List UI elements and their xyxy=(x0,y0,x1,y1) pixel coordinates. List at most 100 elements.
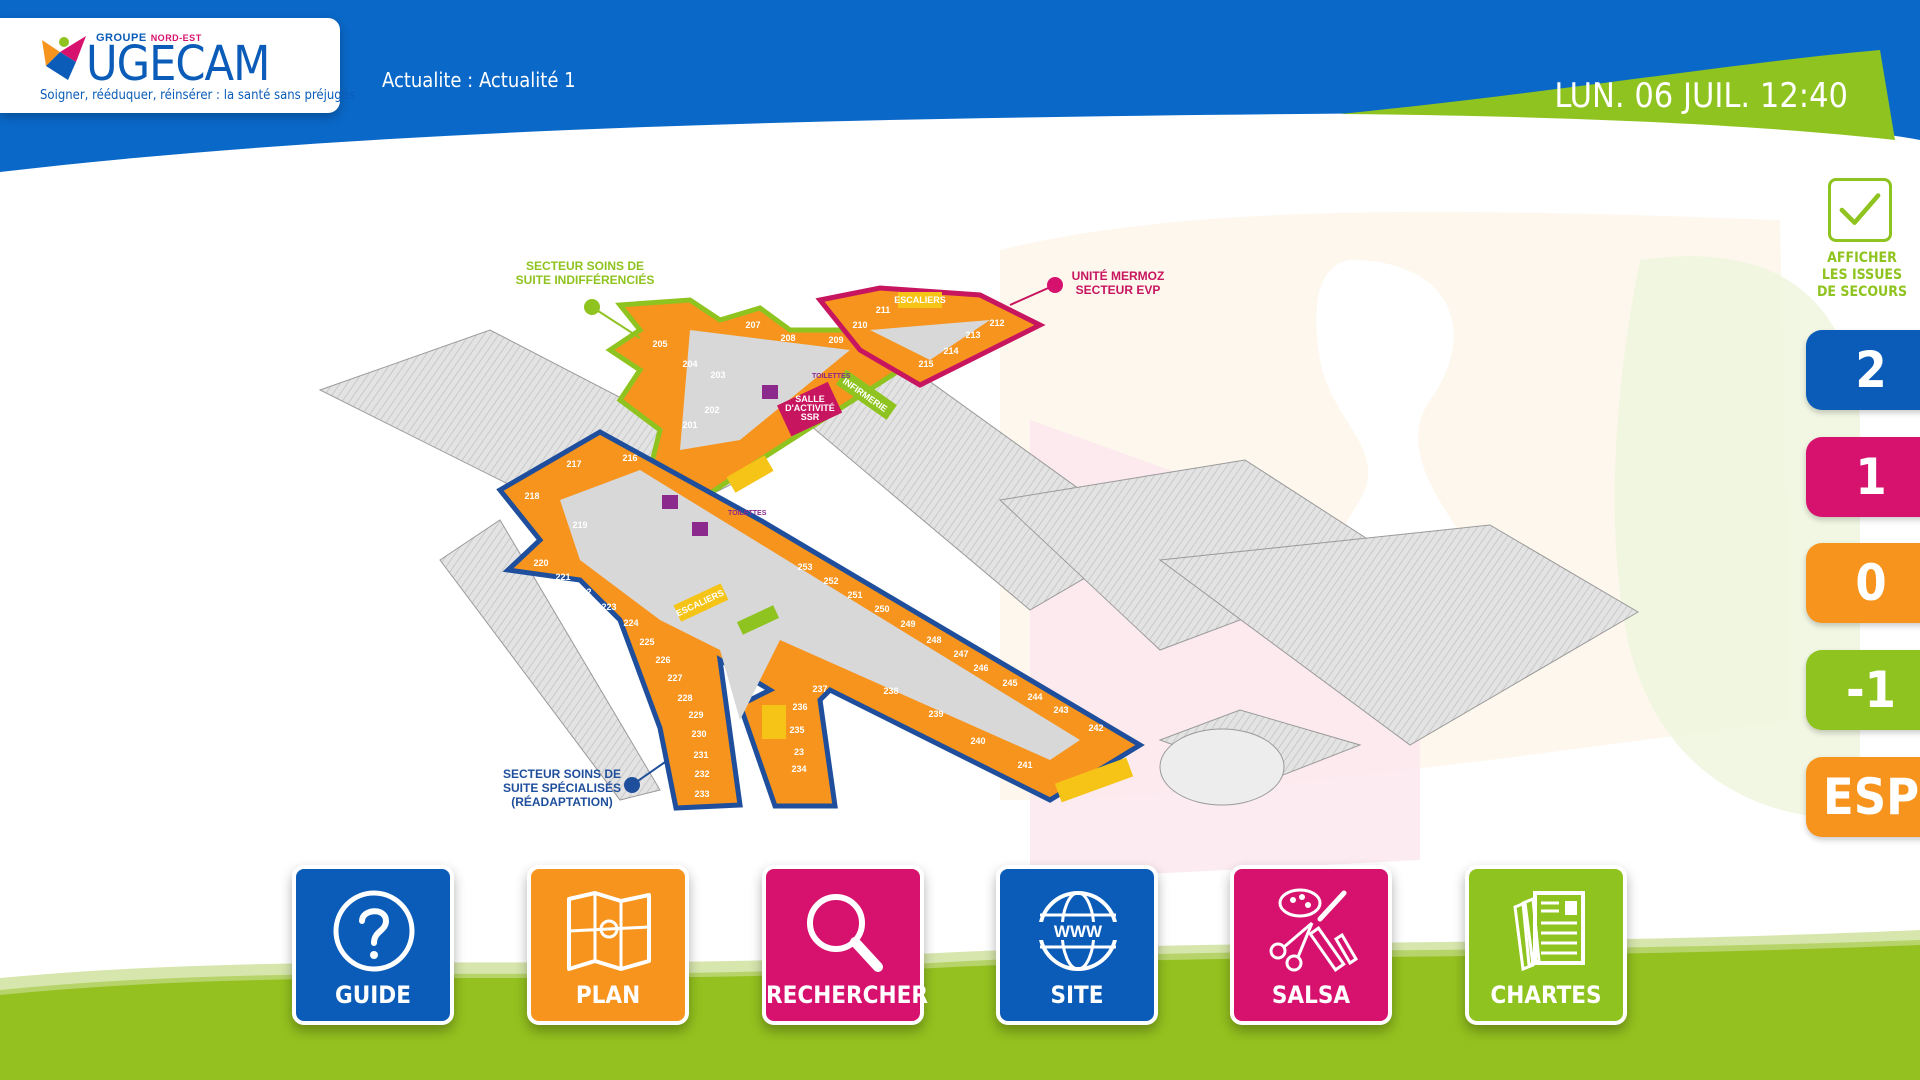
escaliers xyxy=(1054,757,1134,803)
room-number: 203 xyxy=(710,370,725,380)
guide-button[interactable]: GUIDE xyxy=(292,865,454,1025)
room-number: 219 xyxy=(572,520,587,530)
logo-name: UGECAM xyxy=(86,36,270,92)
floor-button-1[interactable]: 1 xyxy=(1806,437,1920,517)
room-number: 238 xyxy=(883,686,898,696)
callout-dot-blue xyxy=(624,777,640,793)
svg-text:SECTEUR SOINS DE: SECTEUR SOINS DE xyxy=(526,259,644,273)
room-number: 222 xyxy=(576,587,591,597)
room-number: 216 xyxy=(622,453,637,463)
room-number: 218 xyxy=(524,491,539,501)
room-number: 215 xyxy=(918,359,933,369)
svg-text:SALLE: SALLE xyxy=(795,394,825,404)
art-tools-icon xyxy=(1269,888,1359,972)
room-number: 229 xyxy=(688,710,703,720)
room-number: 246 xyxy=(973,663,988,673)
toilettes-marker xyxy=(762,385,778,399)
site-button[interactable]: WWW SITE xyxy=(996,865,1158,1025)
room-number: 234 xyxy=(791,764,806,774)
ugecam-logo-icon xyxy=(42,36,86,80)
room-number: 205 xyxy=(652,339,667,349)
infirmerie xyxy=(835,369,897,420)
room-number: 235 xyxy=(789,725,804,735)
chartes-button[interactable]: CHARTES xyxy=(1465,865,1627,1025)
room-number: 242 xyxy=(1088,723,1103,733)
svg-text:ESCALIERS: ESCALIERS xyxy=(894,295,946,305)
exit-toggle-label: AFFICHER LES ISSUES DE SECOURS xyxy=(1816,250,1908,300)
room-number: 227 xyxy=(667,673,682,683)
checkbox-checked[interactable] xyxy=(1828,178,1892,242)
room-number: 253 xyxy=(797,562,812,572)
room-number: 202 xyxy=(704,405,719,415)
svg-text:SUITE SPÉCIALISÉS: SUITE SPÉCIALISÉS xyxy=(503,780,621,795)
search-button[interactable]: RECHERCHER xyxy=(762,865,928,1025)
room-number: 213 xyxy=(965,330,980,340)
svg-text:SECTEUR EVP: SECTEUR EVP xyxy=(1076,283,1161,297)
room-number: 247 xyxy=(953,649,968,659)
check-icon xyxy=(1839,193,1881,225)
room-number: 208 xyxy=(780,333,795,343)
room-number: 236 xyxy=(792,702,807,712)
search-icon xyxy=(807,894,883,972)
room-number: 233 xyxy=(694,789,709,799)
search-label: RECHERCHER xyxy=(766,981,928,1009)
floor-plan-map[interactable]: SALLE D'ACTIVITÉ SSR INFIRMERIE TOILETTE… xyxy=(300,240,1660,820)
room-number: 204 xyxy=(682,359,697,369)
map-icon xyxy=(567,891,651,971)
svg-text:SECTEUR SOINS DE: SECTEUR SOINS DE xyxy=(503,767,621,781)
salsa-label: SALSA xyxy=(1271,981,1351,1009)
svg-text:UNITÉ MERMOZ: UNITÉ MERMOZ xyxy=(1072,268,1165,283)
svg-text:SSR: SSR xyxy=(801,412,820,422)
date-time: LUN. 06 JUIL. 12:40 xyxy=(1554,76,1848,116)
floor-button-2[interactable]: 2 xyxy=(1806,330,1920,410)
room-number: 223 xyxy=(601,602,616,612)
room-number: 241 xyxy=(1017,760,1032,770)
svg-text:WWW: WWW xyxy=(1054,922,1103,941)
help-icon xyxy=(333,890,415,972)
floor-button-minus-1[interactable]: -1 xyxy=(1806,650,1920,730)
logo-tagline: Soigner, rééduquer, réinsérer : la santé… xyxy=(40,88,356,103)
toilettes-marker xyxy=(662,495,678,509)
svg-text:TOILETTES: TOILETTES xyxy=(728,510,767,517)
room-number: 23 xyxy=(794,747,804,757)
room-number: 206 xyxy=(713,302,728,312)
floor-button-esp[interactable]: ESP xyxy=(1806,757,1920,837)
chartes-label: CHARTES xyxy=(1490,981,1602,1009)
svg-text:TOILETTES: TOILETTES xyxy=(812,373,851,380)
room-number: 232 xyxy=(694,769,709,779)
documents-icon xyxy=(1513,891,1585,972)
room-number: 221 xyxy=(555,572,570,582)
room-number: 252 xyxy=(823,576,838,586)
roundabout xyxy=(1159,728,1285,806)
room-number: 230 xyxy=(691,729,706,739)
floor-button-0[interactable]: 0 xyxy=(1806,543,1920,623)
callout-dot-mermoz xyxy=(1047,277,1063,293)
room-number: 217 xyxy=(566,459,581,469)
corridor-blue xyxy=(560,470,1080,760)
show-emergency-exits-toggle[interactable]: AFFICHER LES ISSUES DE SECOURS xyxy=(1800,176,1920,326)
plan-label: PLAN xyxy=(575,981,641,1009)
room-number: 209 xyxy=(828,335,843,345)
svg-text:SUITE INDIFFÉRENCIÉS: SUITE INDIFFÉRENCIÉS xyxy=(516,272,655,287)
room-number: 237 xyxy=(812,684,827,694)
room-number: 249 xyxy=(900,619,915,629)
salsa-button[interactable]: SALSA xyxy=(1230,865,1392,1025)
room-number: 248 xyxy=(926,635,941,645)
room-number: 225 xyxy=(639,637,654,647)
room-number: 201 xyxy=(682,420,697,430)
plan-button[interactable]: PLAN xyxy=(527,865,689,1025)
room-number: 226 xyxy=(655,655,670,665)
toilettes-marker xyxy=(692,522,708,536)
callout-dot-green xyxy=(584,299,600,315)
room-number: 245 xyxy=(1002,678,1017,688)
site-label: SITE xyxy=(1050,981,1104,1009)
globe-www-icon: WWW xyxy=(1034,891,1122,971)
room-number: 240 xyxy=(970,736,985,746)
room-number: 243 xyxy=(1053,705,1068,715)
room-number: 224 xyxy=(623,618,638,628)
header-banner xyxy=(0,0,1920,172)
room-number: 250 xyxy=(874,604,889,614)
svg-text:D'ACTIVITÉ: D'ACTIVITÉ xyxy=(785,403,835,413)
